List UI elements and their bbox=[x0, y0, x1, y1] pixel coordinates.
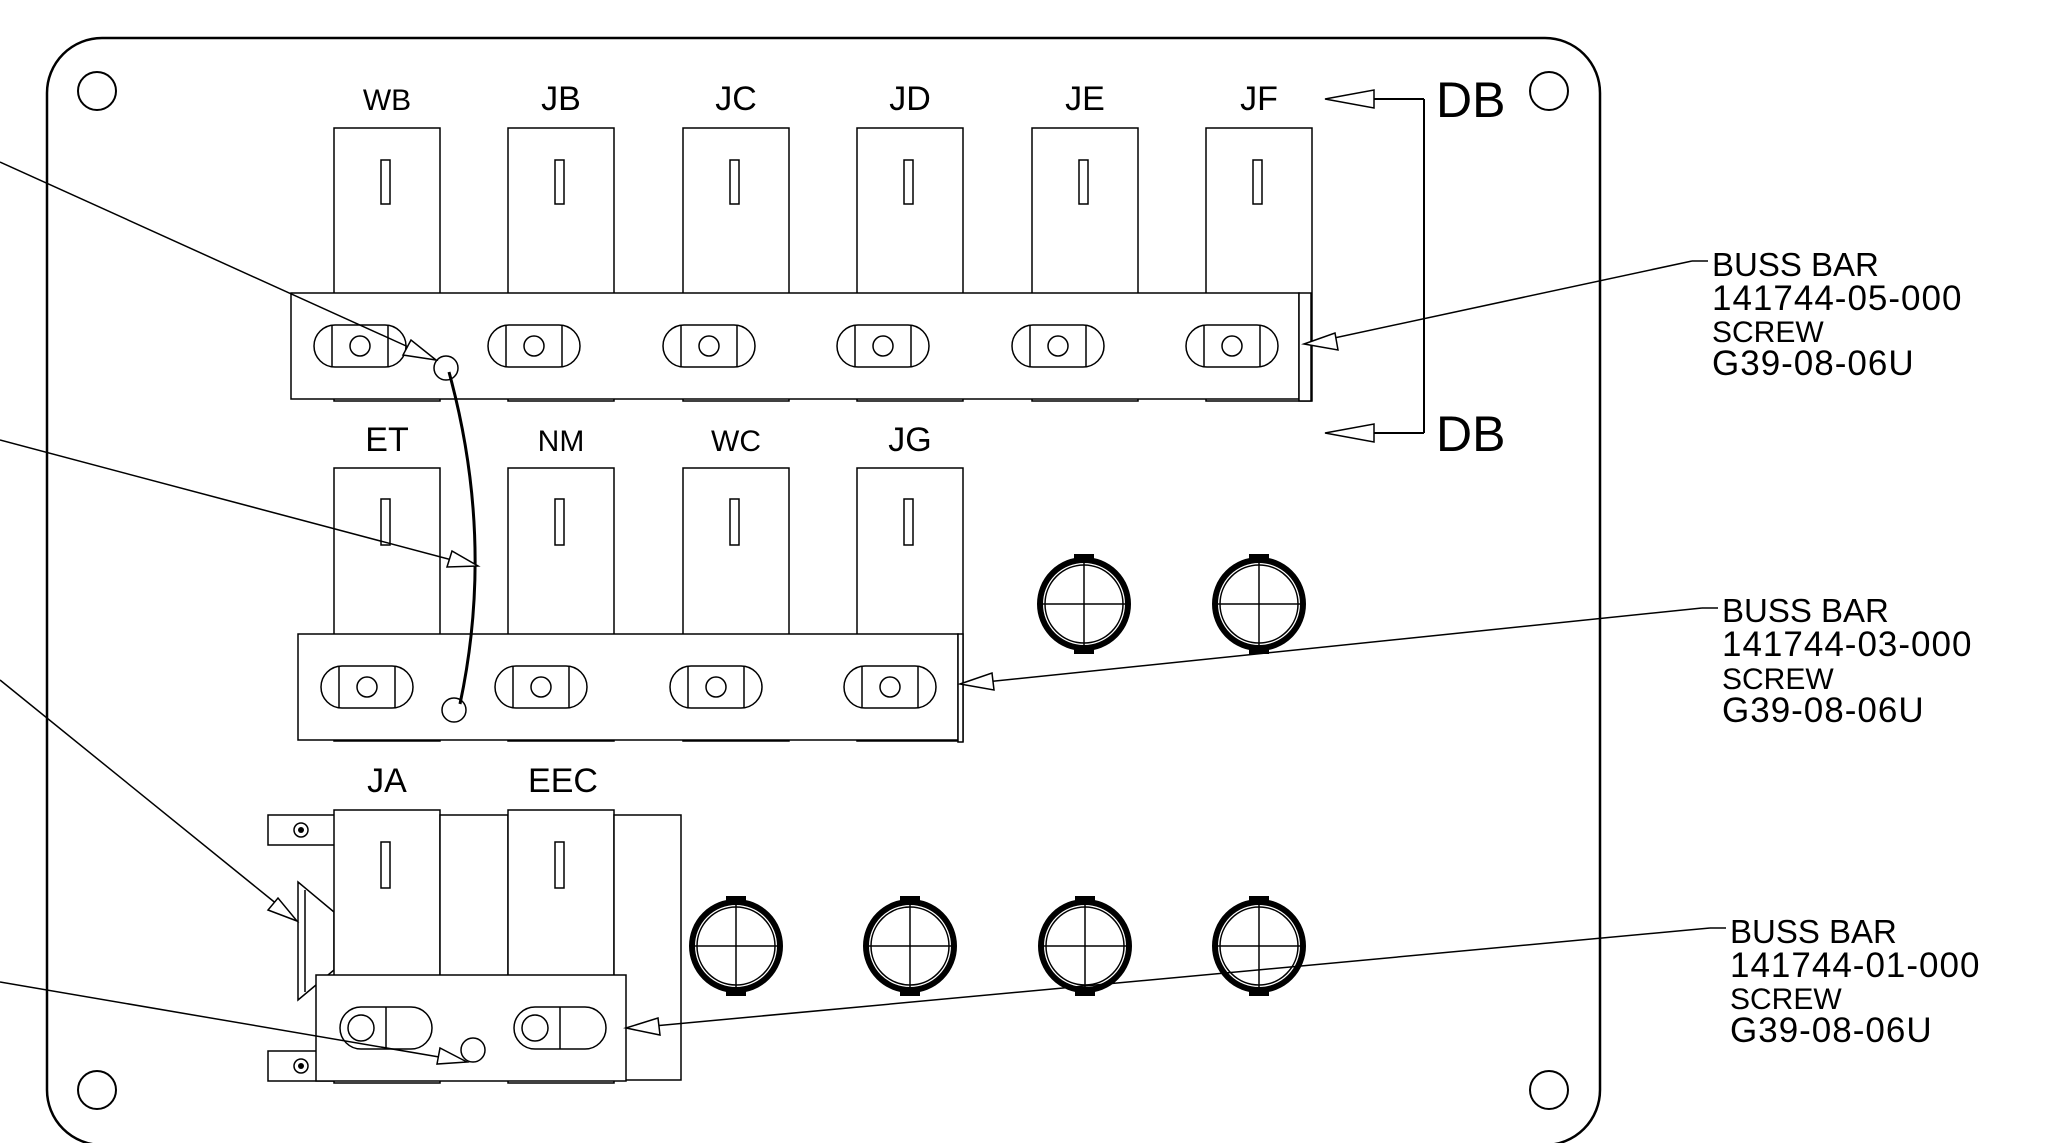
callout-part-number: 141744-05-000 bbox=[1712, 279, 1962, 318]
connector-label-eec: EEC bbox=[528, 762, 598, 800]
screw-slot bbox=[487, 324, 581, 368]
db-arrow-top bbox=[1324, 89, 1375, 109]
callout-buss-bar-03: BUSS BAR 141744-03-000 SCREW G39-08-06U bbox=[957, 592, 1972, 730]
mounting-hole-top-left bbox=[77, 71, 117, 111]
db-label-top: DB bbox=[1436, 72, 1505, 128]
callout-title: BUSS BAR bbox=[1730, 913, 1897, 950]
callout-screw-label: SCREW bbox=[1730, 983, 1842, 1016]
callout-title: BUSS BAR bbox=[1712, 246, 1879, 283]
callout-buss-bar-01: BUSS BAR 141744-01-000 SCREW G39-08-06U bbox=[623, 913, 1980, 1050]
circular-connector bbox=[863, 896, 957, 996]
circular-connectors bbox=[689, 554, 1306, 996]
screw-slot bbox=[1011, 324, 1105, 368]
connector-label-jb: JB bbox=[541, 80, 581, 118]
screw-slot bbox=[313, 324, 407, 368]
callout-screw-part: G39-08-06U bbox=[1712, 344, 1915, 383]
connector-label-je: JE bbox=[1065, 80, 1105, 118]
buss-bar-top-screws bbox=[313, 324, 1279, 368]
left-leader-lines bbox=[0, 161, 481, 1065]
connector-label-wb: WB bbox=[363, 84, 411, 117]
callout-part-number: 141744-01-000 bbox=[1730, 946, 1980, 985]
jumper-wire bbox=[433, 355, 477, 723]
db-bracket: DB DB bbox=[1324, 72, 1505, 462]
buss-bar-middle bbox=[297, 633, 964, 743]
ground-stud bbox=[460, 1037, 486, 1063]
circular-connector bbox=[1212, 554, 1306, 654]
connector-label-jg: JG bbox=[888, 421, 931, 459]
callout-buss-bar-05: BUSS BAR 141744-05-000 SCREW G39-08-06U bbox=[1301, 246, 1962, 383]
mounting-hole-top-right bbox=[1529, 71, 1569, 111]
screw-slot bbox=[1185, 324, 1279, 368]
connector-label-nm: NM bbox=[538, 425, 585, 458]
callout-screw-label: SCREW bbox=[1712, 316, 1824, 349]
circular-connector bbox=[1037, 554, 1131, 654]
connector-label-jc: JC bbox=[715, 80, 757, 118]
screw-slot bbox=[662, 324, 756, 368]
buss-bar-top bbox=[290, 292, 1312, 402]
circular-connector bbox=[689, 896, 783, 996]
callout-screw-part: G39-08-06U bbox=[1730, 1011, 1933, 1050]
screw-slot bbox=[339, 1006, 433, 1050]
connector-label-jd: JD bbox=[889, 80, 931, 118]
callout-screw-label: SCREW bbox=[1722, 663, 1834, 696]
mounting-hole-bottom-left bbox=[77, 1070, 117, 1110]
screw-slot bbox=[320, 665, 414, 709]
db-label-bottom: DB bbox=[1436, 406, 1505, 462]
screw-slot bbox=[513, 1006, 607, 1050]
screw-slot bbox=[843, 665, 937, 709]
callout-part-number: 141744-03-000 bbox=[1722, 625, 1972, 664]
connector-label-et: ET bbox=[365, 421, 408, 459]
connector-label-ja: JA bbox=[367, 762, 407, 800]
db-arrow-bottom bbox=[1324, 423, 1375, 443]
connector-label-wc: WC bbox=[711, 425, 761, 458]
screw-slot bbox=[494, 665, 588, 709]
screw-slot bbox=[669, 665, 763, 709]
side-tab-top bbox=[267, 814, 337, 846]
mounting-hole-bottom-right bbox=[1529, 1070, 1569, 1110]
buss-bar-bottom bbox=[315, 974, 627, 1082]
screw-slot bbox=[836, 324, 930, 368]
buss-bar-middle-screws bbox=[320, 665, 937, 709]
connector-label-jf: JF bbox=[1240, 80, 1278, 118]
circular-connector bbox=[1212, 896, 1306, 996]
callout-title: BUSS BAR bbox=[1722, 592, 1889, 629]
callout-screw-part: G39-08-06U bbox=[1722, 691, 1925, 730]
circular-connector bbox=[1038, 896, 1132, 996]
mounting-plate bbox=[45, 36, 1602, 1143]
